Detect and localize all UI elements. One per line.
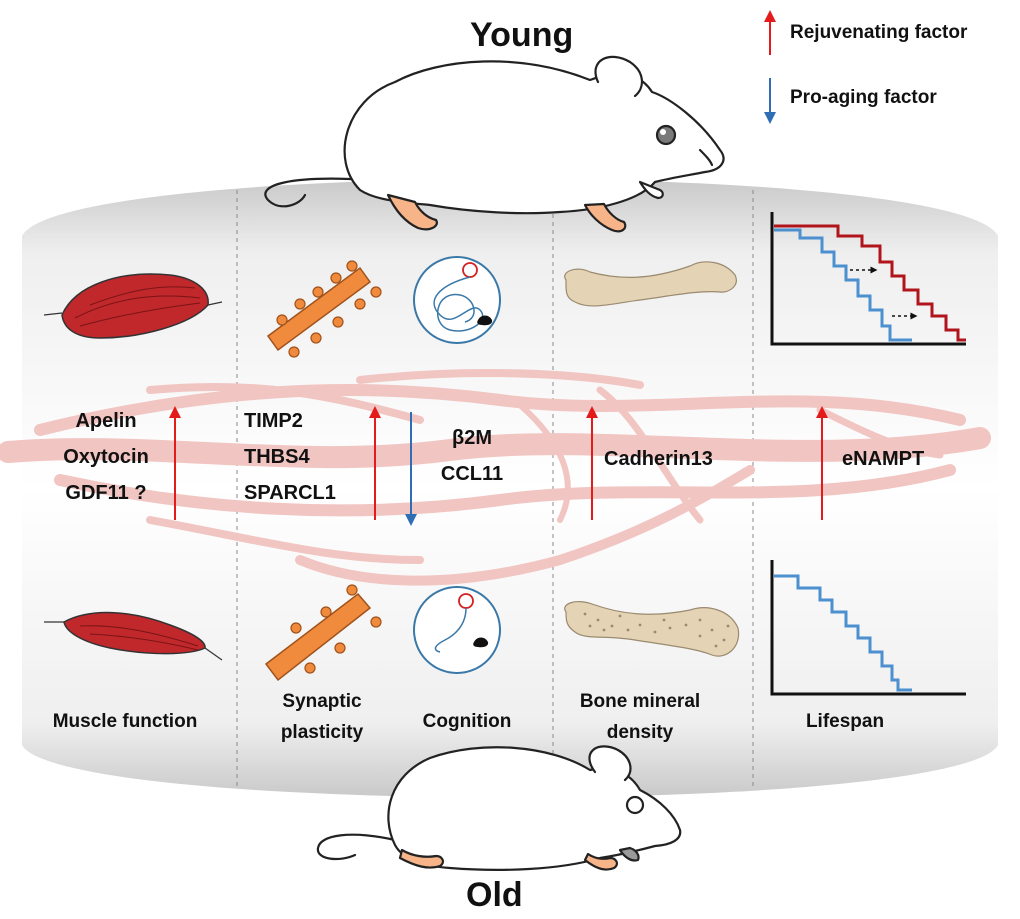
factor-ccl11: CCL11 <box>440 463 504 485</box>
category-bone-line-2: density <box>606 722 674 743</box>
factor-apelin: Apelin <box>75 410 137 432</box>
young-mouse <box>264 55 725 233</box>
category-synaptic-plasticity: Synaptic plasticity <box>264 686 380 748</box>
survival-young-chart <box>770 212 966 346</box>
muscle-young-icon <box>43 273 223 339</box>
factor-oxytocin: Oxytocin <box>63 446 149 468</box>
category-bone-line-1: Bone mineral <box>579 691 701 712</box>
bone-old-icon <box>564 600 740 657</box>
category-lifespan: Lifespan <box>805 711 885 732</box>
category-synaptic-line-2: plasticity <box>280 722 364 743</box>
factor-gdf11: GDF11 ? <box>65 482 147 504</box>
muscle-old-icon <box>44 611 223 661</box>
cognition-factor-list: β2M CCL11 <box>432 420 512 492</box>
category-cognition: Cognition <box>422 711 512 732</box>
legend-rejuvenating-label: Rejuvenating factor <box>790 22 968 43</box>
category-synaptic-line-1: Synaptic <box>282 691 362 712</box>
background-band <box>22 179 998 798</box>
factor-enampt: eNAMPT <box>842 448 925 470</box>
young-title: Young <box>470 16 574 54</box>
dendrite-young-icon <box>266 260 382 358</box>
category-muscle-function: Muscle function <box>52 711 198 732</box>
bone-young-icon <box>564 261 737 307</box>
old-mouse <box>316 745 682 871</box>
dendrite-old-icon <box>264 584 382 682</box>
factor-cadherin13: Cadherin13 <box>604 448 713 470</box>
factor-timp2: TIMP2 <box>244 410 303 432</box>
cognition-old-icon <box>413 586 501 674</box>
factor-arrows <box>169 406 828 526</box>
factor-sparcl1: SPARCL1 <box>244 482 336 504</box>
old-title: Old <box>466 876 523 914</box>
factor-b2m: β2M <box>452 427 492 449</box>
factor-thbs4: THBS4 <box>244 446 310 468</box>
legend-pro-aging-label: Pro-aging factor <box>790 87 937 108</box>
survival-old-chart <box>770 560 966 696</box>
muscle-factor-list: Apelin Oxytocin GDF11 ? <box>56 403 156 511</box>
cognition-young-icon <box>413 256 501 344</box>
category-bone-mineral-density: Bone mineral density <box>570 686 710 748</box>
synaptic-factor-list: TIMP2 THBS4 SPARCL1 <box>244 403 348 511</box>
blood-vessels <box>0 369 991 586</box>
